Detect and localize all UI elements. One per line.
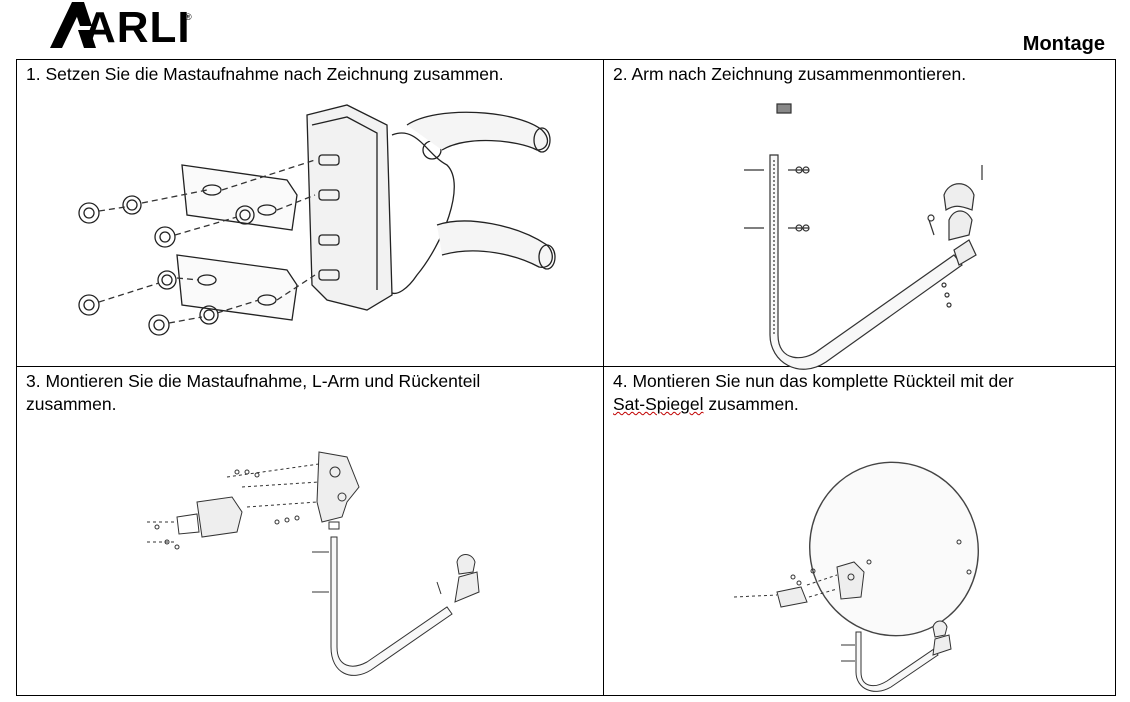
arli-logo: ARLI ® <box>48 0 198 52</box>
step-4-label-line1: 4. Montieren Sie nun das komplette Rückt… <box>613 371 1014 391</box>
logo-text: ARLI <box>84 3 191 52</box>
step-3-cell: 3. Montieren Sie die Mastaufnahme, L-Arm… <box>17 367 604 695</box>
step-2-label: 2. Arm nach Zeichnung zusammenmontieren. <box>613 64 967 84</box>
step-3-label: 3. Montieren Sie die Mastaufnahme, L-Arm… <box>26 370 480 416</box>
arli-logo-mark <box>50 2 96 48</box>
step-4-label: 4. Montieren Sie nun das komplette Rückt… <box>613 370 1014 416</box>
step-4-label-line2-rest: zusammen. <box>703 394 799 414</box>
step-4-cell: 4. Montieren Sie nun das komplette Rückt… <box>604 367 1115 695</box>
mast-clamp-exploded-drawing <box>47 95 567 355</box>
arm-assembly-drawing <box>744 100 984 360</box>
logo-registered-mark: ® <box>185 12 192 22</box>
mast-arm-back-assembly-drawing <box>137 442 497 682</box>
step-2-cell: 2. Arm nach Zeichnung zusammenmontieren. <box>604 60 1115 367</box>
step-1-cell: 1. Setzen Sie die Mastaufnahme nach Zeic… <box>17 60 604 367</box>
step-4-label-sat-spiegel: Sat-Spiegel <box>613 394 704 414</box>
step-3-label-line2: zusammen. <box>26 394 117 414</box>
satellite-dish-assembly-drawing <box>729 467 989 692</box>
instruction-grid: 1. Setzen Sie die Mastaufnahme nach Zeic… <box>16 59 1116 696</box>
step-3-label-line1: 3. Montieren Sie die Mastaufnahme, L-Arm… <box>26 371 481 391</box>
page-heading: Montage <box>1022 33 1105 55</box>
step-1-label: 1. Setzen Sie die Mastaufnahme nach Zeic… <box>26 64 504 84</box>
